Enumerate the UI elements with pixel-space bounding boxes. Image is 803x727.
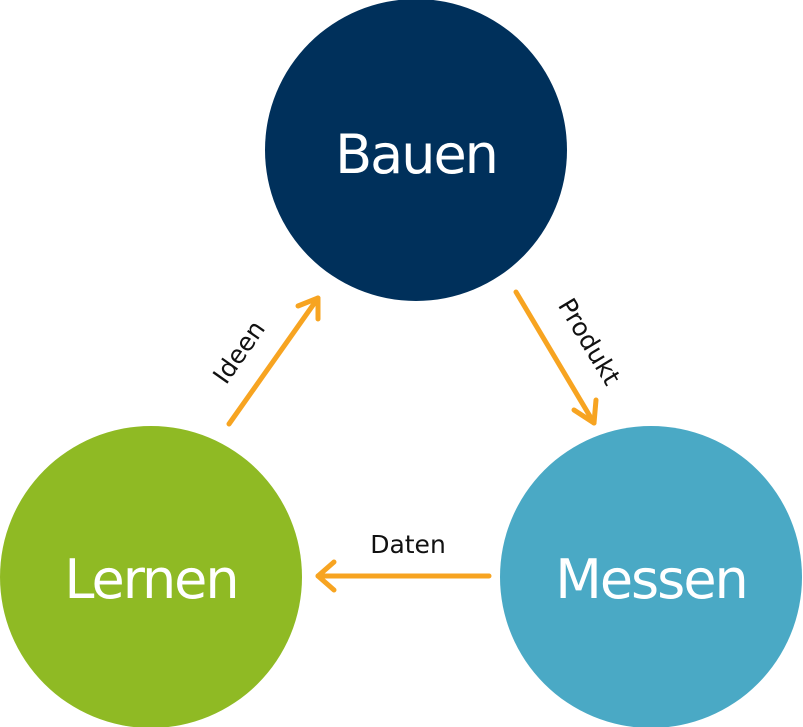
arrow-produkt-shaft <box>513 289 597 426</box>
edge-daten-label: Daten <box>370 530 446 559</box>
node-lernen-label: Lernen <box>64 548 237 611</box>
node-messen-label: Messen <box>555 548 747 611</box>
arrow-produkt-head <box>571 397 599 426</box>
arrow-daten-head <box>315 559 337 593</box>
node-bauen-label: Bauen <box>335 123 497 186</box>
node-messen: Messen <box>500 426 802 727</box>
node-messen-circle <box>500 426 802 727</box>
edge-lernen-to-bauen: Ideen <box>207 295 321 427</box>
edge-bauen-to-messen: Produkt <box>513 289 626 426</box>
node-bauen: Bauen <box>265 0 567 301</box>
node-lernen: Lernen <box>0 426 302 727</box>
node-bauen-circle <box>265 0 567 301</box>
edge-messen-to-lernen: Daten <box>315 530 492 593</box>
node-lernen-circle <box>0 426 302 727</box>
arrow-ideen-shaft <box>226 295 321 427</box>
arrow-ideen-head <box>295 295 321 322</box>
